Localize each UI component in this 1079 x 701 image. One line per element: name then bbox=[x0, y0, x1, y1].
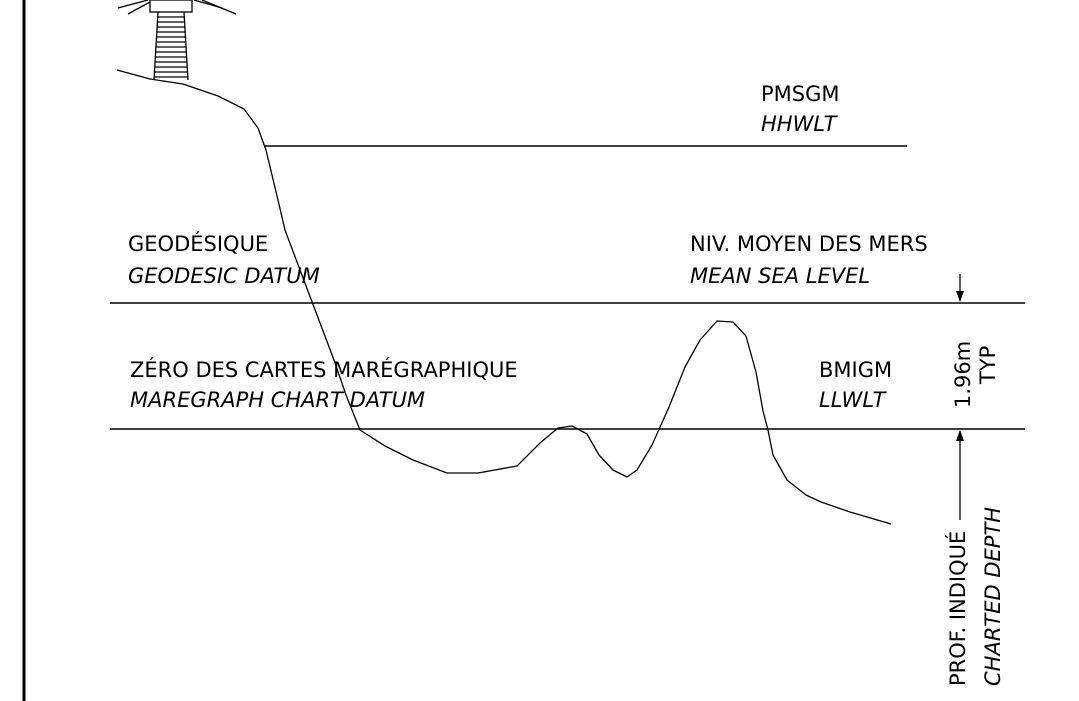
hhwlt-label-fr: PMSGM bbox=[761, 82, 840, 106]
charted-depth-label-fr: PROF. INDIQUÉ bbox=[945, 531, 970, 686]
dimension-arrow-bottom bbox=[956, 430, 964, 520]
chart-datum-label-en: MAREGRAPH CHART DATUM bbox=[130, 388, 425, 412]
geodesic-label-fr: GEODÉSIQUE bbox=[128, 231, 268, 256]
charted-depth-label-en: CHARTED DEPTH bbox=[981, 507, 1005, 686]
hhwlt-label-en: HHWLT bbox=[761, 112, 839, 136]
chart-datum-label-fr: ZÉRO DES CARTES MARÉGRAPHIQUE bbox=[130, 357, 518, 382]
msl-label-fr: NIV. MOYEN DES MERS bbox=[690, 232, 928, 256]
llwlt-label-fr: BMIGM bbox=[819, 358, 892, 382]
geodesic-label-en: GEODESIC DATUM bbox=[128, 264, 320, 288]
llwlt-label-en: LLWLT bbox=[819, 388, 888, 412]
msl-label-en: MEAN SEA LEVEL bbox=[690, 264, 870, 288]
dimension-arrow-top bbox=[956, 274, 964, 302]
dimension-note: TYP bbox=[976, 346, 1000, 385]
dimension-value: 1.96m bbox=[951, 341, 975, 408]
terrain-profile bbox=[116, 69, 892, 525]
lighthouse-icon bbox=[117, 0, 237, 81]
